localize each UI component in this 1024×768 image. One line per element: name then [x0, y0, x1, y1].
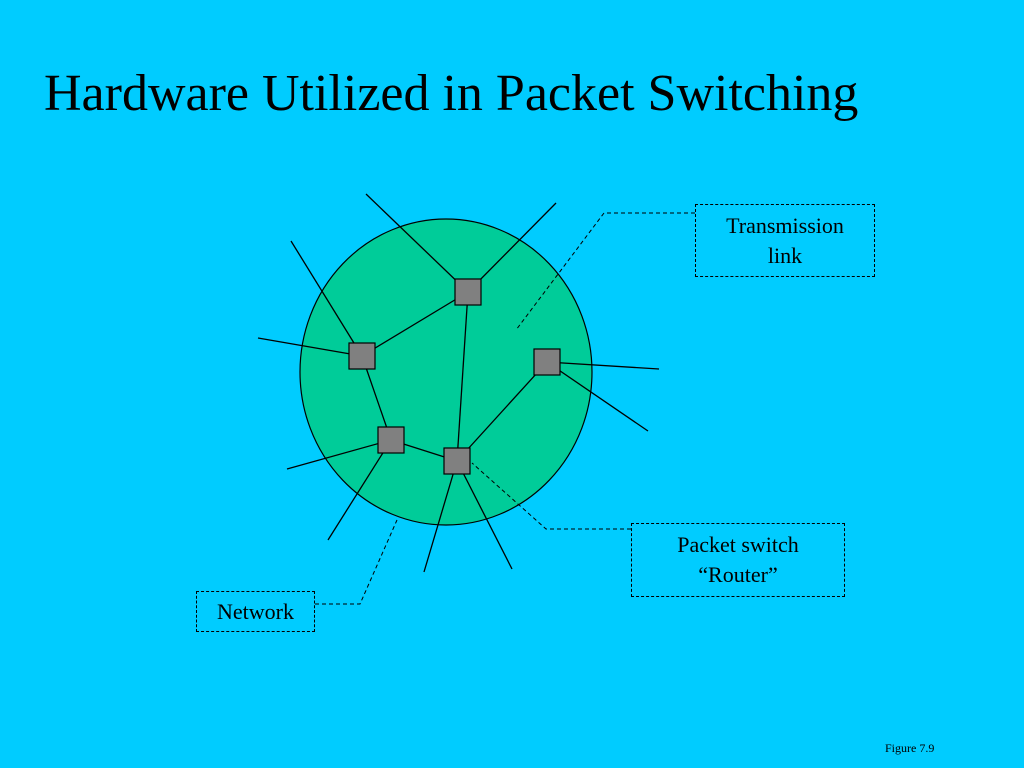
- packet-switch-icon: [533, 348, 561, 376]
- callout-line: link: [767, 242, 803, 268]
- callout-line: Packet switch: [677, 532, 799, 557]
- callout-line: Transmission: [726, 212, 844, 238]
- network-leader: [315, 519, 398, 605]
- slide-title: Hardware Utilized in Packet Switching: [44, 65, 859, 122]
- external-link: [365, 193, 469, 293]
- callout-leaders: [315, 212, 695, 605]
- external-link: [467, 202, 557, 293]
- network-callout: Network: [196, 591, 315, 632]
- transmission-link-leader: [515, 212, 695, 331]
- packet-switch-icon: [377, 426, 405, 454]
- external-link: [423, 460, 458, 573]
- packet-switch-callout: Packet switch “Router”: [631, 523, 845, 597]
- packet-switch-icon: [454, 278, 482, 306]
- external-links: [257, 193, 660, 573]
- transmission-link: [456, 361, 548, 462]
- transmission-link-callout: Transmission link: [695, 204, 875, 277]
- external-link: [456, 460, 513, 570]
- callout-line: “Router”: [698, 562, 778, 587]
- callout-line: Network: [217, 598, 294, 624]
- external-link: [290, 240, 363, 357]
- network-circle: [299, 218, 593, 526]
- external-link: [546, 361, 649, 432]
- packet-switch-icon: [443, 447, 471, 475]
- external-link: [546, 361, 660, 370]
- transmission-link: [456, 291, 469, 462]
- transmission-link: [361, 355, 392, 441]
- external-link: [257, 337, 363, 357]
- external-link: [286, 439, 392, 470]
- packet-switch-icon: [348, 342, 376, 370]
- transmission-link: [361, 291, 469, 357]
- external-link: [327, 439, 392, 541]
- packet-switch-leader: [471, 462, 631, 530]
- figure-label: Figure 7.9: [885, 741, 935, 755]
- packet-switches: [348, 278, 561, 475]
